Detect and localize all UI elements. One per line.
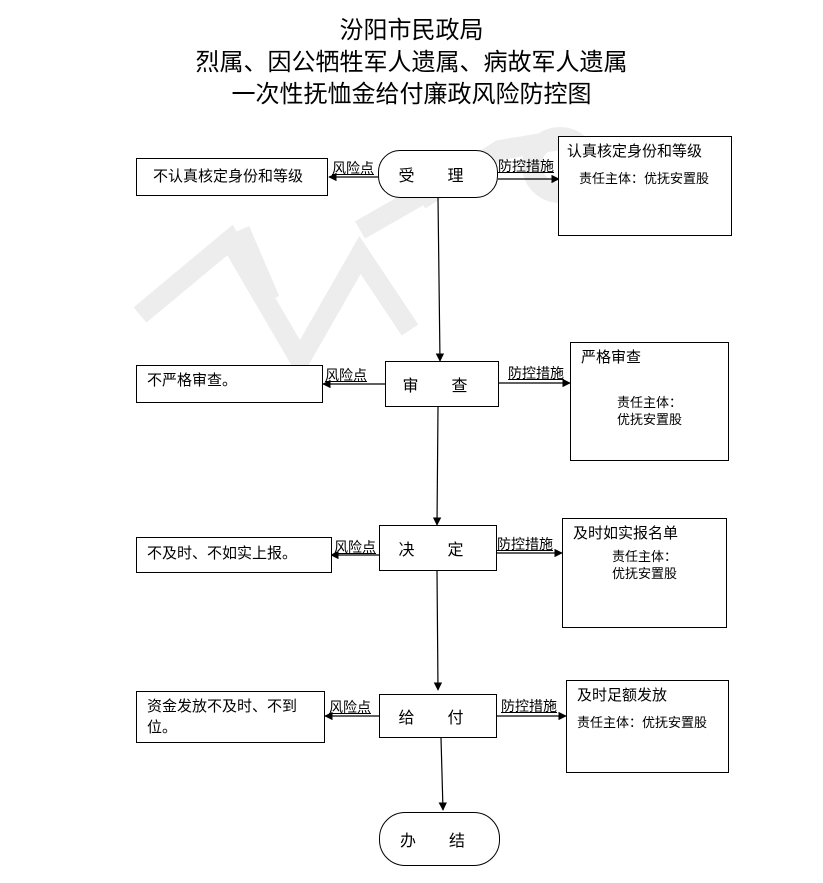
owner-text-review: 责任主体： 优抚安置股 [616,396,682,428]
page-title-line2: 烈属、因公牺牲军人遗属、病故军人遗属 [195,48,628,76]
step-pay: 给 付 [379,694,497,738]
risk-label-pay: 风险点 [329,700,371,716]
measure-box-accept: 认真核定身份和等级 责任主体：优抚安置股 [558,136,732,236]
risk-label-decide: 风险点 [334,540,376,556]
risk-box-accept: 不认真核定身份和等级 [136,158,328,196]
risk-box-review: 不严格审查。 [136,365,323,403]
measure-box-decide: 及时如实报名单 责任主体： 优抚安置股 [562,518,727,628]
step-accept: 受 理 [378,150,498,198]
owner-text-pay: 责任主体：优抚安置股 [577,716,708,731]
step-complete: 办 结 [379,812,500,866]
risk-box-decide: 不及时、不如实上报。 [136,537,332,573]
risk-label-review: 风险点 [325,368,367,384]
measure-label-review: 防控措施 [508,366,564,382]
measure-label-decide: 防控措施 [497,537,553,553]
risk-label-accept: 风险点 [332,161,374,177]
page-title-line3: 一次性抚恤金给付廉政风险防控图 [231,80,592,108]
measure-text-pay: 及时足额发放 [577,686,668,704]
owner-text-accept: 责任主体：优抚安置股 [579,172,710,187]
measure-text-accept: 认真核定身份和等级 [567,142,703,160]
measure-box-pay: 及时足额发放 责任主体：优抚安置股 [566,680,729,773]
measure-text-decide: 及时如实报名单 [573,524,679,542]
step-review: 审 查 [385,361,499,407]
measure-label-pay: 防控措施 [501,699,557,715]
page-title-line1: 汾阳市民政局 [339,16,484,44]
measure-box-review: 严格审查 责任主体： 优抚安置股 [570,342,729,461]
owner-text-decide: 责任主体： 优抚安置股 [611,550,677,582]
risk-box-pay: 资金发放不及时、不到位。 [136,691,325,743]
measure-label-accept: 防控措施 [498,159,554,175]
step-decide: 决 定 [379,525,497,571]
measure-text-review: 严格审查 [581,348,642,366]
